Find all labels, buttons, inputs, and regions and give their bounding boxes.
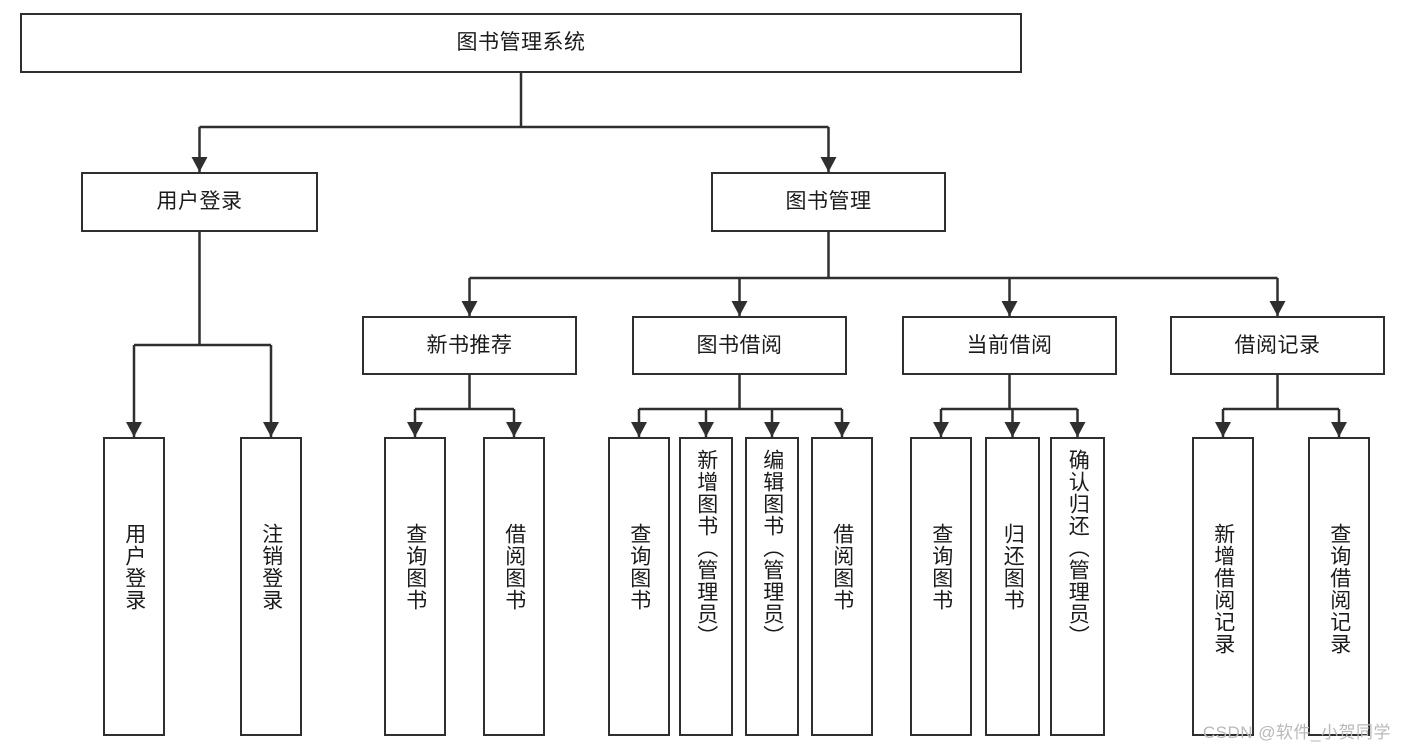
arrowhead-newbook-0: [407, 422, 423, 437]
node-current[interactable]: 当前借阅: [902, 316, 1117, 375]
node-label: 图书管理: [785, 190, 872, 214]
node-label: 借阅图书: [502, 523, 526, 611]
arrowhead-borrow-1: [698, 422, 714, 437]
arrowhead-current-0: [933, 422, 949, 437]
node-bookmgmt[interactable]: 图书管理: [711, 172, 946, 232]
node-login[interactable]: 用户登录: [81, 172, 318, 232]
node-label: 查询图书: [929, 523, 953, 611]
arrowhead-login-0: [126, 422, 142, 437]
node-label: 新增借阅记录: [1211, 523, 1235, 655]
node-label: 图书管理系统: [456, 31, 586, 55]
node-leaf-query-new[interactable]: 查询图书: [384, 437, 446, 736]
arrowhead-borrow-0: [631, 422, 647, 437]
arrowhead-records-1: [1331, 422, 1347, 437]
arrowhead-bookmgmt-0: [461, 301, 478, 316]
watermark-text: CSDN @软件_小贺同学: [1202, 723, 1391, 742]
node-label: 借阅图书: [830, 523, 854, 611]
node-records[interactable]: 借阅记录: [1170, 316, 1385, 375]
node-leaf-edit-book[interactable]: 编辑图书（管理员）: [745, 437, 799, 736]
arrowhead-login-1: [263, 422, 279, 437]
arrowhead-borrow-2: [764, 422, 780, 437]
node-label: 查询图书: [403, 523, 427, 611]
node-label: 借阅记录: [1234, 333, 1321, 357]
node-label: 新增图书（管理员）: [694, 449, 718, 647]
arrowhead-current-2: [1069, 422, 1086, 437]
node-leaf-query-rec[interactable]: 查询借阅记录: [1308, 437, 1370, 736]
node-leaf-userlogin[interactable]: 用户登录: [103, 437, 165, 736]
node-leaf-return[interactable]: 归还图书: [985, 437, 1040, 736]
arrowhead-bookmgmt-2: [1001, 301, 1018, 316]
node-label: 用户登录: [122, 523, 146, 611]
node-label: 确认归还（管理员）: [1066, 449, 1090, 647]
node-borrow[interactable]: 图书借阅: [632, 316, 847, 375]
node-label: 归还图书: [1001, 523, 1025, 611]
arrowhead-borrow-3: [834, 422, 850, 437]
node-root[interactable]: 图书管理系统: [20, 13, 1022, 73]
node-label: 查询图书: [627, 523, 651, 611]
node-leaf-query-b[interactable]: 查询图书: [608, 437, 670, 736]
node-label: 用户登录: [156, 190, 243, 214]
node-label: 注销登录: [259, 523, 283, 611]
node-leaf-logout[interactable]: 注销登录: [240, 437, 302, 736]
arrowhead-current-1: [1004, 422, 1021, 437]
node-label: 编辑图书（管理员）: [760, 449, 784, 647]
arrowhead-root-0: [191, 157, 208, 172]
node-leaf-add-book[interactable]: 新增图书（管理员）: [679, 437, 733, 736]
node-leaf-borrow-new[interactable]: 借阅图书: [483, 437, 545, 736]
node-label: 图书借阅: [696, 333, 783, 357]
node-leaf-query-c[interactable]: 查询图书: [910, 437, 972, 736]
node-label: 新书推荐: [426, 333, 513, 357]
arrowhead-newbook-1: [506, 422, 522, 437]
arrowhead-bookmgmt-3: [1269, 301, 1286, 316]
arrowhead-bookmgmt-1: [731, 301, 748, 316]
arrowhead-records-0: [1215, 422, 1231, 437]
node-label: 当前借阅: [966, 333, 1053, 357]
node-leaf-borrow-b[interactable]: 借阅图书: [811, 437, 873, 736]
node-leaf-add-rec[interactable]: 新增借阅记录: [1192, 437, 1254, 736]
node-leaf-confirm[interactable]: 确认归还（管理员）: [1050, 437, 1105, 736]
node-label: 查询借阅记录: [1327, 523, 1351, 655]
node-newbook[interactable]: 新书推荐: [362, 316, 577, 375]
arrowhead-root-1: [820, 157, 837, 172]
